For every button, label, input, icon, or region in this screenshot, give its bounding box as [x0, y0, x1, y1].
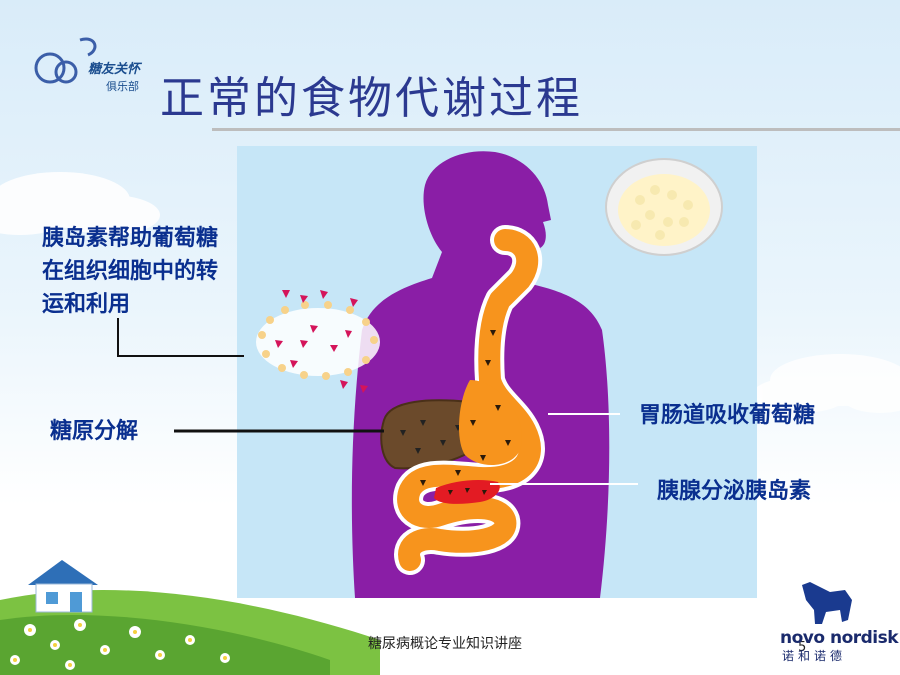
novo-nordisk-bull-icon	[802, 582, 852, 624]
insulin-help-line-1: 胰岛素帮助葡萄糖	[42, 226, 219, 251]
insulin-help-line-3: 运和利用	[42, 292, 131, 317]
brand-name: novo nordisk	[780, 628, 899, 648]
cloud-right	[752, 354, 900, 413]
insulin-help-label: 胰岛素帮助葡萄糖 在组织细胞中的转 运和利用	[42, 222, 218, 321]
house-icon	[28, 560, 98, 613]
pancreas-icon	[434, 480, 500, 504]
insulin-help-line-2: 在组织细胞中的转	[42, 259, 219, 284]
food-bowl-icon	[605, 158, 723, 256]
tissue-cell-icon	[256, 290, 380, 393]
daisy-centers	[13, 623, 227, 667]
pancreas-label: 胰腺分泌胰岛素	[657, 479, 812, 504]
club-logo-sub: 俱乐部	[106, 80, 139, 93]
cloud-left	[0, 172, 160, 235]
digestive-tract-icon	[393, 225, 545, 575]
brand-sub: 诺和诺德	[782, 649, 847, 663]
club-logo-name: 糖友关怀	[88, 62, 141, 77]
footer-text: 糖尿病概论专业知识讲座	[368, 636, 522, 652]
title-divider	[212, 128, 900, 131]
gut-absorb-label: 胃肠道吸收葡萄糖	[639, 403, 816, 428]
glycogen-label: 糖原分解	[50, 419, 139, 444]
leader-lines	[117, 318, 638, 485]
page-title: 正常的食物代谢过程	[160, 73, 583, 124]
club-logo-icon	[34, 37, 97, 84]
page-number: 5	[798, 640, 807, 655]
